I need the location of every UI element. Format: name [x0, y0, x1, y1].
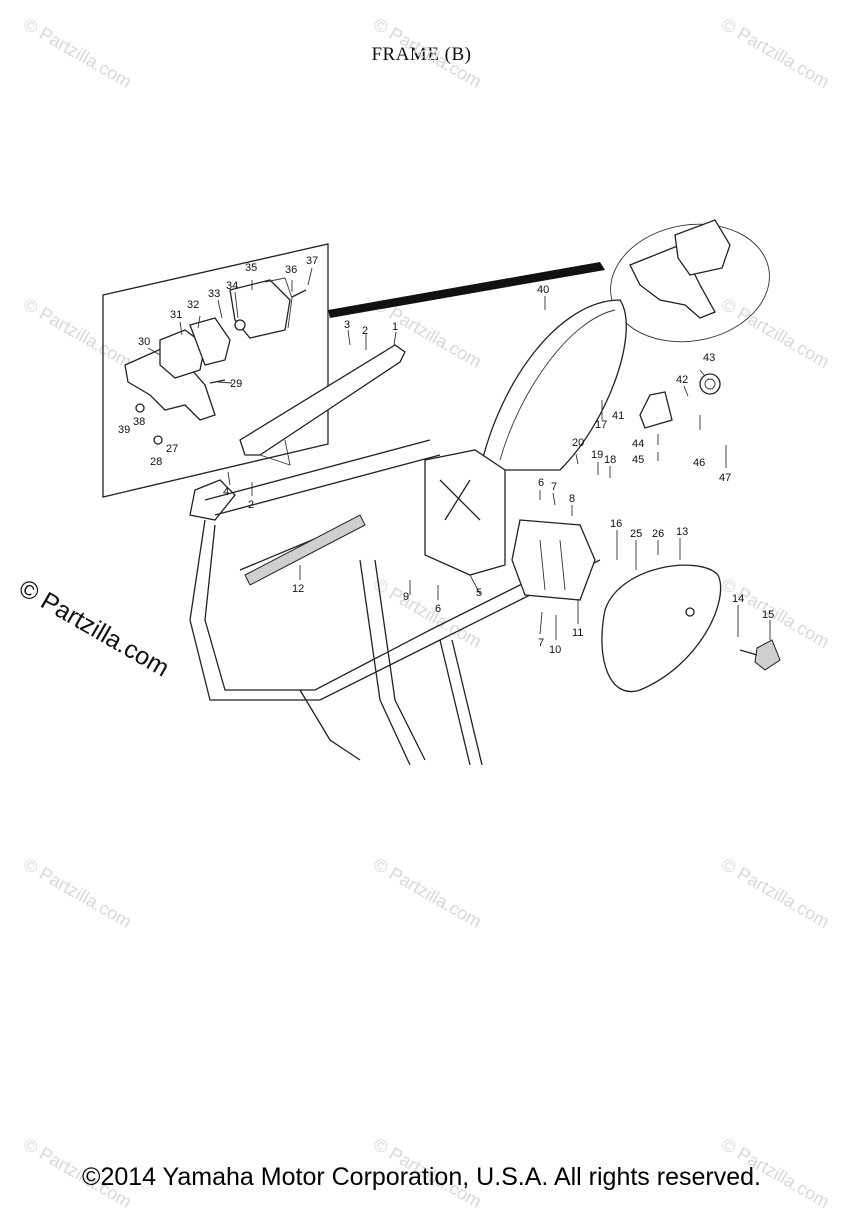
callout-labels: 1 2 2 3 4 5 6 6 7 7 8 9 10 11 12 13 14 1… — [118, 255, 774, 656]
callout-6: 6 — [538, 477, 544, 489]
callout-28: 28 — [150, 456, 162, 468]
callout-31: 31 — [170, 309, 182, 321]
callout-16: 16 — [610, 518, 622, 530]
battery-box — [424, 449, 506, 576]
callout-19: 19 — [591, 449, 603, 461]
callout-34: 34 — [226, 280, 238, 292]
callout-35: 35 — [245, 262, 257, 274]
callout-14: 14 — [732, 593, 744, 605]
chain-guard — [239, 344, 406, 466]
callout-30: 30 — [138, 336, 150, 348]
callout-11: 11 — [572, 627, 583, 639]
callout-2: 2 — [248, 499, 254, 511]
callout-39: 39 — [118, 424, 130, 436]
shock-rod — [244, 514, 366, 586]
callout-41: 41 — [612, 410, 624, 422]
battery — [511, 519, 596, 601]
callout-2: 2 — [362, 325, 368, 337]
reflector-part — [639, 373, 721, 429]
callout-7: 7 — [551, 481, 557, 493]
callout-27: 27 — [166, 443, 178, 455]
callout-32: 32 — [187, 299, 199, 311]
side-cover — [601, 564, 722, 693]
callout-42: 42 — [676, 374, 688, 386]
callout-37: 37 — [306, 255, 318, 267]
diagram-title: FRAME (B) — [371, 44, 472, 65]
callout-26: 26 — [652, 528, 664, 540]
callout-3: 3 — [344, 319, 350, 331]
callout-47: 47 — [719, 472, 731, 484]
callout-18: 18 — [604, 454, 616, 466]
callout-17: 17 — [595, 419, 607, 431]
callout-40: 40 — [537, 284, 549, 296]
taillight-assembly-zoom — [629, 219, 731, 319]
callout-29: 29 — [230, 378, 242, 390]
callout-5: 5 — [476, 587, 482, 599]
callout-10: 10 — [549, 644, 561, 656]
taillight-assembly-inset — [124, 277, 307, 445]
callout-9: 9 — [403, 591, 409, 603]
callout-46: 46 — [693, 457, 705, 469]
callout-6: 6 — [435, 603, 441, 615]
callout-15: 15 — [762, 609, 774, 621]
leader-lines — [147, 267, 771, 640]
callout-45: 45 — [632, 454, 644, 466]
callout-25: 25 — [630, 528, 642, 540]
callout-7: 7 — [538, 637, 544, 649]
callout-12: 12 — [292, 583, 304, 595]
callout-20: 20 — [572, 437, 584, 449]
rear-fender — [479, 299, 627, 471]
callout-1: 1 — [392, 321, 398, 333]
callout-33: 33 — [208, 288, 220, 300]
callout-43: 43 — [703, 352, 715, 364]
copyright-notice: ©2014 Yamaha Motor Corporation, U.S.A. A… — [82, 1163, 761, 1191]
callout-36: 36 — [285, 264, 297, 276]
callout-13: 13 — [676, 526, 688, 538]
callout-8: 8 — [569, 493, 575, 505]
callout-44: 44 — [632, 438, 644, 450]
callout-4: 4 — [223, 486, 229, 498]
side-knob — [739, 639, 781, 671]
callout-38: 38 — [133, 416, 145, 428]
inset-box — [102, 223, 770, 498]
